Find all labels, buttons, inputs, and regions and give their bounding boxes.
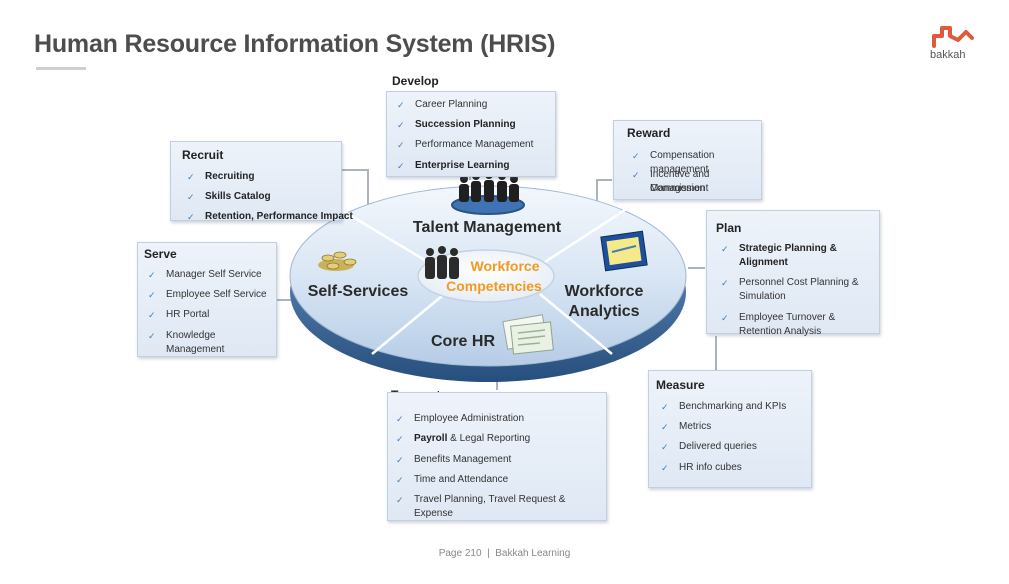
checkmark-icon: ✓: [721, 278, 729, 288]
sector-label-talent: Talent Management: [413, 219, 562, 236]
measure-box: Measure ✓Benchmarking and KPIs ✓Metrics …: [648, 370, 812, 488]
plan-box: Plan ✓Strategic Planning & Alignment ✓Pe…: [706, 210, 880, 337]
list-item: ✓Delivered queries: [661, 441, 757, 452]
list-item-continued: Simulation: [739, 291, 786, 302]
bakkah-logo: bakkah: [928, 20, 980, 64]
checkmark-icon: ✓: [148, 331, 156, 341]
reward-title: Reward: [627, 126, 671, 140]
center-label-workforce: Workforce: [471, 258, 540, 274]
list-item: ✓Metrics: [661, 421, 712, 432]
checkmark-icon: ✓: [661, 402, 669, 412]
list-item: ✓Knowledge: [148, 330, 216, 341]
list-item-continued: Retention Analysis: [739, 326, 822, 337]
list-item: ✓Career Planning: [397, 99, 488, 110]
checkmark-icon: ✓: [721, 244, 729, 254]
list-item: ✓Employee Administration: [396, 413, 525, 424]
checkmark-icon: ✓: [661, 463, 669, 473]
logo-text: bakkah: [930, 49, 966, 61]
title-underline: [36, 67, 86, 70]
list-item-continued: Alignment: [739, 257, 788, 268]
list-item: ✓HR Portal: [148, 309, 210, 320]
list-item: ✓Employee Turnover &: [721, 312, 836, 323]
page-number: Page 210: [438, 548, 482, 559]
checkmark-icon: ✓: [396, 495, 404, 505]
checkmark-icon: ✓: [396, 455, 404, 465]
checkmark-icon: ✓: [632, 170, 640, 180]
checkmark-icon: ✓: [148, 310, 156, 320]
checkmark-icon: ✓: [721, 313, 729, 323]
sector-label-analytics-1: Workforce: [565, 283, 644, 300]
checkmark-icon: ✓: [148, 290, 156, 300]
list-item: ✓Compensation management: [632, 150, 715, 175]
checkmark-icon: ✓: [397, 161, 405, 171]
checkmark-icon: ✓: [396, 434, 404, 444]
list-item: ✓Manager Self Service: [148, 269, 262, 280]
checkmark-icon: ✓: [661, 442, 669, 452]
list-item: ✓Travel Planning, Travel Request &: [396, 494, 566, 505]
coins-icon: [318, 251, 357, 271]
checkmark-icon: ✓: [397, 140, 405, 150]
sector-dividers: [337, 206, 629, 355]
serve-box: Serve ✓Manager Self Service ✓Employee Se…: [137, 242, 277, 357]
page-title: Human Resource Information System (HRIS): [34, 30, 556, 58]
footer-separator: |: [487, 548, 490, 559]
documents-icon: [502, 314, 554, 355]
list-item: ✓Performance Management: [397, 139, 534, 150]
list-item: ✓Personnel Cost Planning &: [721, 277, 859, 288]
recruit-title: Recruit: [182, 148, 224, 162]
list-item: ✓Time and Attendance: [396, 474, 509, 485]
checkmark-icon: ✓: [187, 172, 195, 182]
checkmark-icon: ✓: [396, 475, 404, 485]
footer-org: Bakkah Learning: [495, 548, 571, 559]
sector-label-analytics-2: Analytics: [568, 303, 639, 320]
develop-title: Develop: [392, 74, 439, 88]
checkmark-icon: ✓: [148, 270, 156, 280]
plan-title: Plan: [716, 221, 742, 235]
people-center-icon: [425, 246, 459, 279]
list-item: ✓Employee Self Service: [148, 289, 267, 300]
transact-box: ✓Employee Administration ✓ Payroll & Lega…: [387, 392, 607, 521]
develop-box: ✓Career Planning ✓Succession Planning ✓P…: [386, 91, 556, 177]
checkmark-icon: ✓: [187, 192, 195, 202]
people-group-icon: [451, 171, 525, 215]
center-label-competencies: Competencies: [446, 278, 542, 294]
page-footer: Page 210 | Bakkah Learning: [0, 548, 1009, 559]
list-item: ✓Strategic Planning &: [721, 243, 837, 254]
checkmark-icon: ✓: [397, 120, 405, 130]
list-item: ✓Enterprise Learning: [397, 160, 510, 171]
checkmark-icon: ✓: [187, 212, 195, 222]
list-item: ✓HR info cubes: [661, 462, 742, 473]
list-item: ✓Retention, Performance Impact: [187, 211, 353, 222]
measure-title: Measure: [656, 378, 705, 392]
list-item: ✓Incentive and Commission: [632, 169, 710, 194]
serve-title: Serve: [144, 247, 177, 261]
checkmark-icon: ✓: [397, 100, 405, 110]
list-item: ✓Skills Catalog: [187, 191, 271, 202]
list-item-continued: Management: [166, 344, 225, 355]
list-item: ✓Benchmarking and KPIs: [661, 401, 787, 412]
payroll-label: Payroll: [414, 433, 448, 444]
reward-box: Reward ✓Compensation management ✓Incenti…: [613, 120, 762, 200]
recruit-box: Recruit ✓Recruiting ✓Skills Catalog ✓Ret…: [170, 141, 353, 222]
legal-reporting-label: & Legal Reporting: [447, 433, 531, 444]
list-item: ✓Benefits Management: [396, 454, 512, 465]
list-item-continued: Management: [650, 183, 709, 194]
sector-label-self-services: Self-Services: [308, 283, 409, 300]
checkmark-icon: ✓: [632, 151, 640, 161]
list-item: ✓Succession Planning: [397, 119, 516, 130]
list-item: ✓ Payroll & Legal Reporting: [396, 432, 530, 446]
sector-label-core-hr: Core HR: [431, 333, 495, 350]
checkmark-icon: ✓: [396, 414, 404, 424]
list-item: ✓Recruiting: [187, 171, 255, 182]
chart-screen-icon: [600, 230, 648, 272]
bakkah-logo-icon: [932, 26, 974, 48]
list-item-continued: Expense: [414, 508, 453, 519]
checkmark-icon: ✓: [661, 422, 669, 432]
